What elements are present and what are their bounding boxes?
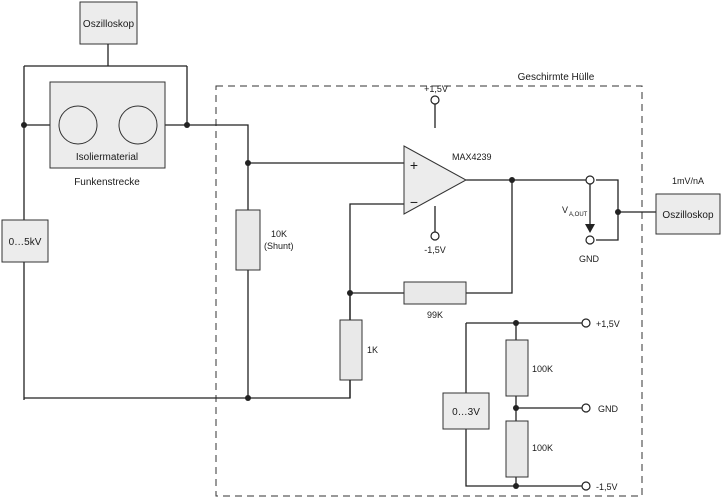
opamp-plus-pin: + [410,157,418,173]
supply-source [442,392,490,430]
junction-dot [347,290,353,296]
junction-dot [245,160,251,166]
shunt-resistor [235,209,261,271]
divider-resistor-top [505,339,529,397]
rail-minus-label: -1,5V [596,482,618,492]
opamp-name-label: MAX4239 [452,152,492,162]
supply-plus-text: +1,5V [424,84,448,94]
feedback-resistor [403,281,467,305]
shield-enclosure [215,85,643,497]
hv-source-label: 0…5kV [9,237,42,248]
output-terminal-gnd [585,235,595,245]
wires-main [23,44,656,400]
output-voltage-arrowhead [585,224,595,233]
feedback-resistor-label: 99K [427,310,443,320]
junction-dot [21,122,27,128]
oscilloscope-right-label: Oszilloskop [662,210,714,221]
rail-gnd-terminal [581,403,591,413]
supply-source-label: 0…3V [452,407,480,418]
junction-dot [184,122,190,128]
rail-minus-terminal [581,481,591,491]
divider-top-label: 100K [532,364,553,374]
oscilloscope-right [655,193,721,235]
shield-label: Geschirmte Hülle [518,72,595,83]
input-resistor [339,319,363,381]
supply-minus-terminal [430,231,440,241]
output-terminal-top [585,175,595,185]
junction-dots [21,122,621,489]
rail-plus-label: +1,5V [596,319,620,329]
hv-source [1,219,49,263]
oscilloscope-top-label: Oszilloskop [83,19,135,30]
supply-minus-text: -1,5V [424,245,446,255]
junction-dot [615,209,621,215]
electrode-left [58,105,98,145]
rail-plus-terminal [581,318,591,328]
opamp-max4239 [403,145,468,215]
vout-subscript: A,OUT [569,212,588,218]
shunt-name-label: (Shunt) [264,241,294,251]
divider-bottom-label: 100K [532,443,553,453]
isolation-label: Isoliermaterial [76,152,138,163]
junction-dot [513,320,519,326]
input-resistor-label: 1K [367,345,378,355]
junction-dot [245,395,251,401]
sensitivity-label: 1mV/nA [672,176,704,186]
electrode-right [118,105,158,145]
divider-resistor-bottom [505,420,529,478]
vout-label: V [562,205,568,215]
junction-dot [513,483,519,489]
shunt-value-label: 10K [271,229,287,239]
gnd-output-label: GND [579,254,600,264]
supply-plus-terminal [430,95,440,105]
junction-dot [513,405,519,411]
spark-gap-label: Funkenstrecke [74,177,140,188]
opamp-minus-pin: − [410,194,418,210]
junction-dot [509,177,515,183]
rail-gnd-label: GND [598,404,619,414]
